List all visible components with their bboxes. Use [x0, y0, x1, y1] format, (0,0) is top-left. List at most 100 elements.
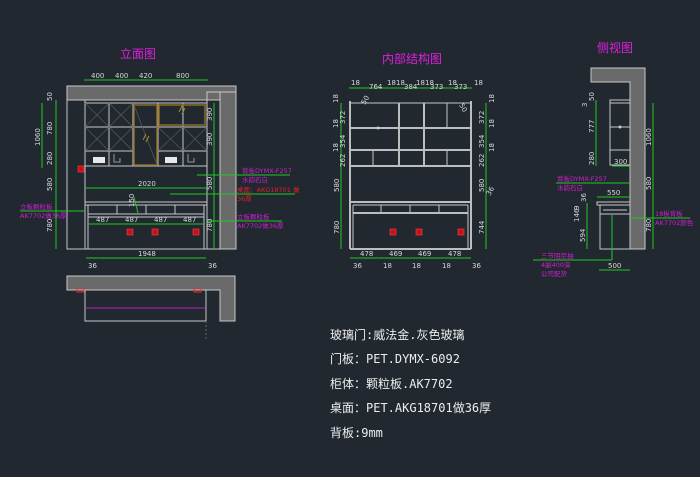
dim-label: 18: [396, 79, 405, 87]
marker: [192, 228, 200, 236]
annotation-left-panel: 立板颗粒板: [20, 202, 53, 211]
dim-label: 780: [206, 219, 214, 232]
dim-label: 780: [46, 219, 54, 232]
shelf-item: [165, 157, 177, 163]
dim-label: 780: [645, 219, 653, 232]
glass-doors: [84, 102, 208, 166]
dim-label: 1948: [138, 250, 156, 258]
shelf-decor: [113, 154, 121, 163]
dim-label: 500: [608, 262, 621, 270]
dim-label: 18: [383, 262, 392, 270]
dim-label: 469: [418, 250, 431, 258]
dim-label: 390: [206, 133, 214, 146]
dim-label: 36: [208, 262, 217, 270]
plan-view: [66, 275, 236, 340]
dim-label: 280: [588, 152, 596, 165]
legend-desktop: 桌面：PET.AKG18701做36厚: [330, 401, 492, 415]
shelf-decor: [187, 154, 195, 163]
dim-label: 3: [581, 103, 589, 107]
dim-label: 150: [128, 194, 136, 207]
side-drawer-unit: [599, 204, 631, 250]
dim-label: 354: [478, 134, 486, 148]
annotation-drawer-slide: 4副400深: [541, 260, 571, 269]
annotation-side-panel18: 18板背板: [655, 209, 683, 218]
dim-label: 2020: [138, 180, 156, 188]
dim-label: 580: [46, 178, 54, 191]
annotation-desktop: 桌面：AKG18701 做: [237, 185, 300, 194]
dim-label: 146: [573, 208, 581, 222]
dim-label: 18: [442, 262, 451, 270]
dim-label: 580: [645, 177, 653, 190]
dim-label: 580: [333, 179, 341, 192]
plan-cabinet: [84, 289, 207, 322]
dim-label: 18: [488, 119, 496, 128]
elevation-title: 立面图: [120, 46, 156, 61]
dim-label: 420: [139, 72, 152, 80]
dim-label: 262: [339, 154, 347, 167]
legend-back-panel: 背板:9mm: [330, 426, 383, 440]
annotation-right-panel: 立板颗粒板: [237, 212, 270, 221]
dim-label: 780: [333, 221, 341, 234]
dim-label: 400: [115, 72, 128, 80]
marker: [193, 288, 202, 293]
dim-label: 36: [580, 193, 588, 202]
dim-label: 354: [339, 134, 347, 148]
annotation-desktop: 36厚: [237, 195, 252, 203]
marker: [76, 288, 85, 293]
dim-label: 372: [339, 111, 347, 124]
dim-label: 400: [91, 72, 104, 80]
marker: [389, 228, 397, 236]
side-view-title: 侧视图: [597, 40, 633, 55]
dim-label: 800: [176, 72, 189, 80]
marker: [457, 228, 465, 236]
dim-label: 36: [353, 262, 362, 270]
dim-label: 550: [607, 189, 620, 197]
dim-label: 50: [588, 92, 596, 101]
annotation-side-back-panel: 水韵石白: [557, 183, 583, 192]
legend-glass-door: 玻璃门:威法金.灰色玻璃: [330, 328, 465, 342]
dim-label: 262: [478, 154, 486, 167]
dim-label: 36: [472, 262, 481, 270]
annotation-left-panel: AK7702做36厚: [20, 211, 67, 220]
dim-label: 580: [478, 179, 486, 192]
dim-label: 18: [387, 79, 396, 87]
dim-label: 18: [425, 79, 434, 87]
upper-cabinet: [84, 102, 208, 167]
side-view: 50 3 777 280 36 9 146 594 1060 580 780 3…: [533, 67, 694, 278]
dim-label: 18: [412, 262, 421, 270]
dim-label: 384: [404, 83, 418, 91]
annotation-back-panel: 水韵石白: [242, 175, 268, 184]
dim-label: 390: [206, 108, 214, 121]
annotation-drawer-slide: 公司配货: [541, 269, 568, 278]
marker: [415, 228, 423, 236]
internal-structure-title: 内部结构图: [382, 51, 442, 66]
plan-countertop: [66, 275, 236, 322]
right-column: [219, 91, 237, 250]
legend-door-panel: 门板：PET.DYMX-6092: [330, 352, 460, 366]
annotation-side-panel18: AK7702颜色: [655, 218, 694, 227]
dim-label: 18: [351, 79, 360, 87]
dim-label: 18: [332, 143, 340, 152]
dim-label: 18: [332, 94, 340, 103]
dim-label: 50: [457, 102, 468, 114]
elevation-view: 400 400 420 800 50 780 1060 280 580 780 …: [20, 72, 300, 270]
annotation-right-panel: AK7702做36厚: [237, 221, 284, 230]
legend-cabinet-body: 柜体：颗粒板.AK7702: [330, 377, 453, 391]
shelf-item: [93, 157, 105, 163]
dim-label: 744: [478, 220, 486, 234]
dim-label: 36: [485, 185, 497, 197]
dim-label: 373: [454, 83, 467, 91]
annotation-side-back-panel: 背板DYMX-F257: [557, 174, 607, 183]
dim-label: 487: [183, 216, 196, 224]
dim-label: 580: [206, 177, 214, 190]
dim-label: 487: [154, 216, 167, 224]
dim-label: 50: [46, 92, 54, 101]
dim-label: 36: [88, 262, 97, 270]
dim-label: 478: [360, 250, 373, 258]
dim-label: 18: [448, 79, 457, 87]
dim-label: 18: [488, 143, 496, 152]
side-upper-cabinet: [609, 99, 631, 166]
dim-label: 18: [332, 119, 340, 128]
dim-label: 373: [430, 83, 443, 91]
